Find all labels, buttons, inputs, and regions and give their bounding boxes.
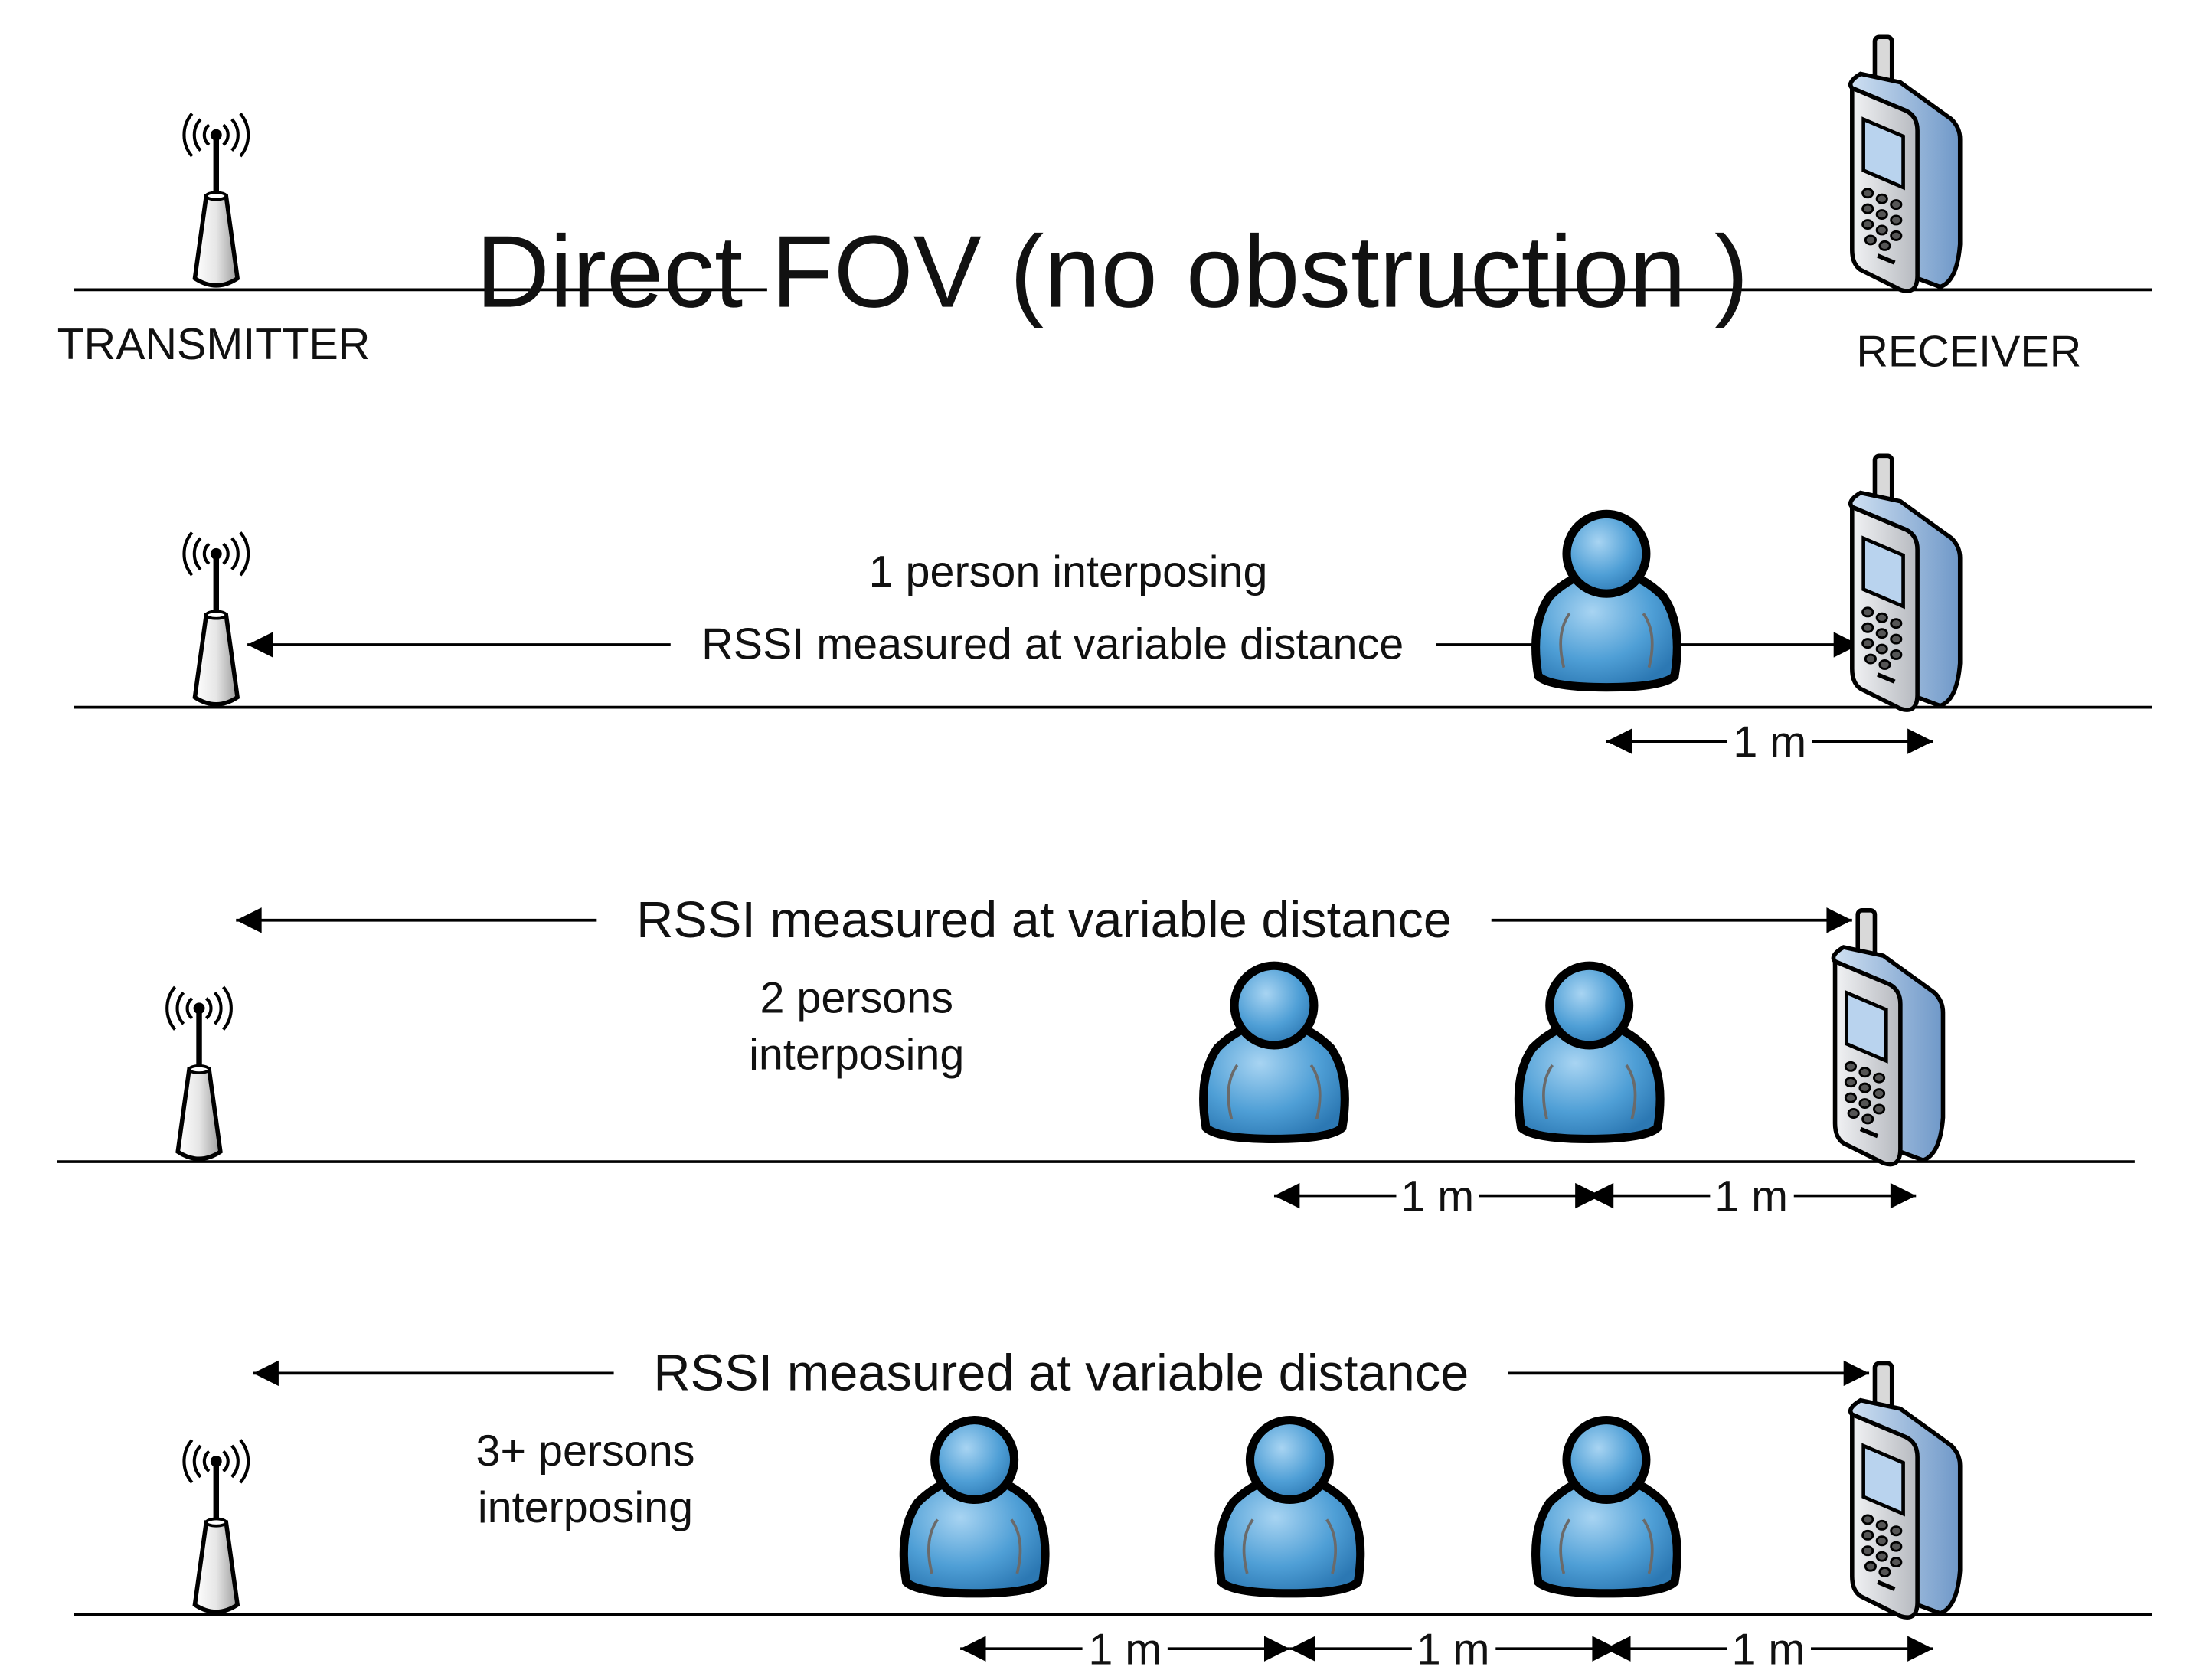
antenna-tower-icon — [184, 113, 248, 285]
person-icon — [1536, 1420, 1678, 1593]
scenario-title: 1 person interposing — [869, 547, 1268, 596]
person-icon — [904, 1420, 1045, 1593]
scenario-two-persons: RSSI measured at variable distance 2 per… — [57, 892, 2135, 1221]
spacing-label: 1 m — [1400, 1172, 1474, 1221]
antenna-tower-icon — [184, 532, 248, 704]
direct-fov-label: Direct FOV (no obstruction ) — [476, 215, 1749, 329]
antenna-tower-icon — [184, 1440, 248, 1612]
person-icon — [1518, 966, 1660, 1139]
scenario-title-line2: interposing — [749, 1031, 964, 1080]
rssi-label: RSSI measured at variable distance — [636, 892, 1452, 949]
scenario-one-person: 1 person interposing RSSI measured at va… — [74, 456, 2152, 767]
scenario-three-plus-persons: RSSI measured at variable distance 3+ pe… — [74, 1345, 2152, 1675]
scenario-direct-fov: Direct FOV (no obstruction ) TRANSMITTER… — [57, 37, 2152, 376]
mobile-phone-icon — [1851, 37, 1960, 291]
scenario-title-line1: 3+ persons — [476, 1427, 694, 1476]
mobile-phone-icon — [1851, 1363, 1960, 1617]
spacing-label: 1 m — [1714, 1172, 1788, 1221]
spacing-label: 1 m — [1417, 1626, 1490, 1675]
rssi-label: RSSI measured at variable distance — [701, 620, 1404, 669]
mobile-phone-icon — [1851, 456, 1960, 710]
person-icon — [1219, 1420, 1361, 1593]
receiver-label: RECEIVER — [1856, 327, 2081, 376]
antenna-tower-icon — [167, 987, 231, 1159]
mobile-phone-icon — [1833, 910, 1943, 1165]
spacing-label: 1 m — [1731, 1626, 1805, 1675]
scenario-title-line2: interposing — [478, 1483, 693, 1532]
person-icon — [1536, 514, 1678, 687]
spacing-label: 1 m — [1088, 1626, 1162, 1675]
scenario-title-line1: 2 persons — [760, 973, 953, 1022]
spacing-label: 1 m — [1733, 718, 1806, 767]
person-icon — [1204, 966, 1345, 1139]
rssi-label: RSSI measured at variable distance — [653, 1345, 1469, 1402]
transmitter-label: TRANSMITTER — [57, 320, 371, 369]
